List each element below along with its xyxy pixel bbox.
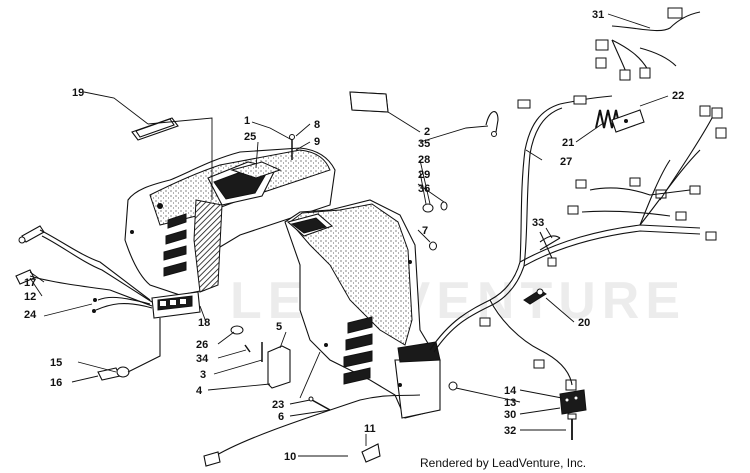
- callout-36: 36: [418, 183, 430, 195]
- callout-26: 26: [196, 339, 208, 351]
- part-22-plate: [611, 109, 645, 133]
- callout-14: 14: [504, 385, 517, 397]
- part-1-front-panel: [124, 147, 336, 296]
- part-21-spring: [595, 109, 621, 129]
- callout-21: 21: [562, 137, 574, 149]
- callout-6: 6: [278, 411, 284, 423]
- callout-25: 25: [244, 131, 256, 143]
- callout-9: 9: [314, 136, 320, 148]
- part-19-reflector: [131, 117, 179, 141]
- callout-18: 18: [198, 317, 210, 329]
- callout-28: 28: [418, 154, 430, 166]
- part-2-decal: [349, 91, 389, 113]
- part-30-switch: [559, 379, 587, 415]
- callout-19: 19: [72, 87, 84, 99]
- louvers-left: [163, 213, 187, 277]
- part-15-16-sensor: [97, 318, 161, 381]
- callout-23: 23: [272, 399, 284, 411]
- right-side-panel: [284, 199, 441, 419]
- callout-17: 17: [24, 277, 36, 289]
- louvers-right: [343, 316, 373, 385]
- callout-29: 29: [418, 169, 430, 181]
- part-27-main-harness: [429, 95, 727, 386]
- callout-32: 32: [504, 425, 516, 437]
- part-10-cable: [203, 394, 421, 467]
- callout-12: 12: [24, 291, 36, 303]
- part-18-headlight-bracket: [151, 291, 201, 319]
- callout-5: 5: [276, 321, 282, 333]
- callout-20: 20: [578, 317, 590, 329]
- callout-13: 13: [504, 397, 516, 409]
- callout-33: 33: [532, 217, 544, 229]
- callout-3: 3: [200, 369, 206, 381]
- callout-10: 10: [284, 451, 296, 463]
- part-20-clip: [523, 288, 547, 305]
- callout-7: 7: [422, 225, 428, 237]
- callout-27: 27: [560, 156, 572, 168]
- callout-15: 15: [50, 357, 62, 369]
- watermark-text: LEADVENTURE: [230, 272, 686, 330]
- callout-11: 11: [364, 423, 376, 435]
- callout-24: 24: [24, 309, 37, 321]
- callout-22: 22: [672, 90, 684, 102]
- callout-30: 30: [504, 409, 516, 421]
- callout-8: 8: [314, 119, 320, 131]
- part-17-12-24-harness: [15, 225, 153, 313]
- leader-lines: [29, 13, 669, 457]
- callout-1: 1: [244, 115, 250, 127]
- callout-31: 31: [592, 9, 604, 21]
- callout-2: 2: [424, 126, 430, 138]
- part-31-sub-harness: [595, 7, 701, 81]
- callout-labels: 19 1 25 8 9 2 35 28 29 36 7 31 22 21 27 …: [24, 9, 684, 463]
- callout-16: 16: [50, 377, 62, 389]
- callout-4: 4: [196, 385, 203, 397]
- callout-35: 35: [418, 138, 430, 150]
- credit-text: Rendered by LeadVenture, Inc.: [420, 456, 586, 470]
- callout-34: 34: [196, 353, 209, 365]
